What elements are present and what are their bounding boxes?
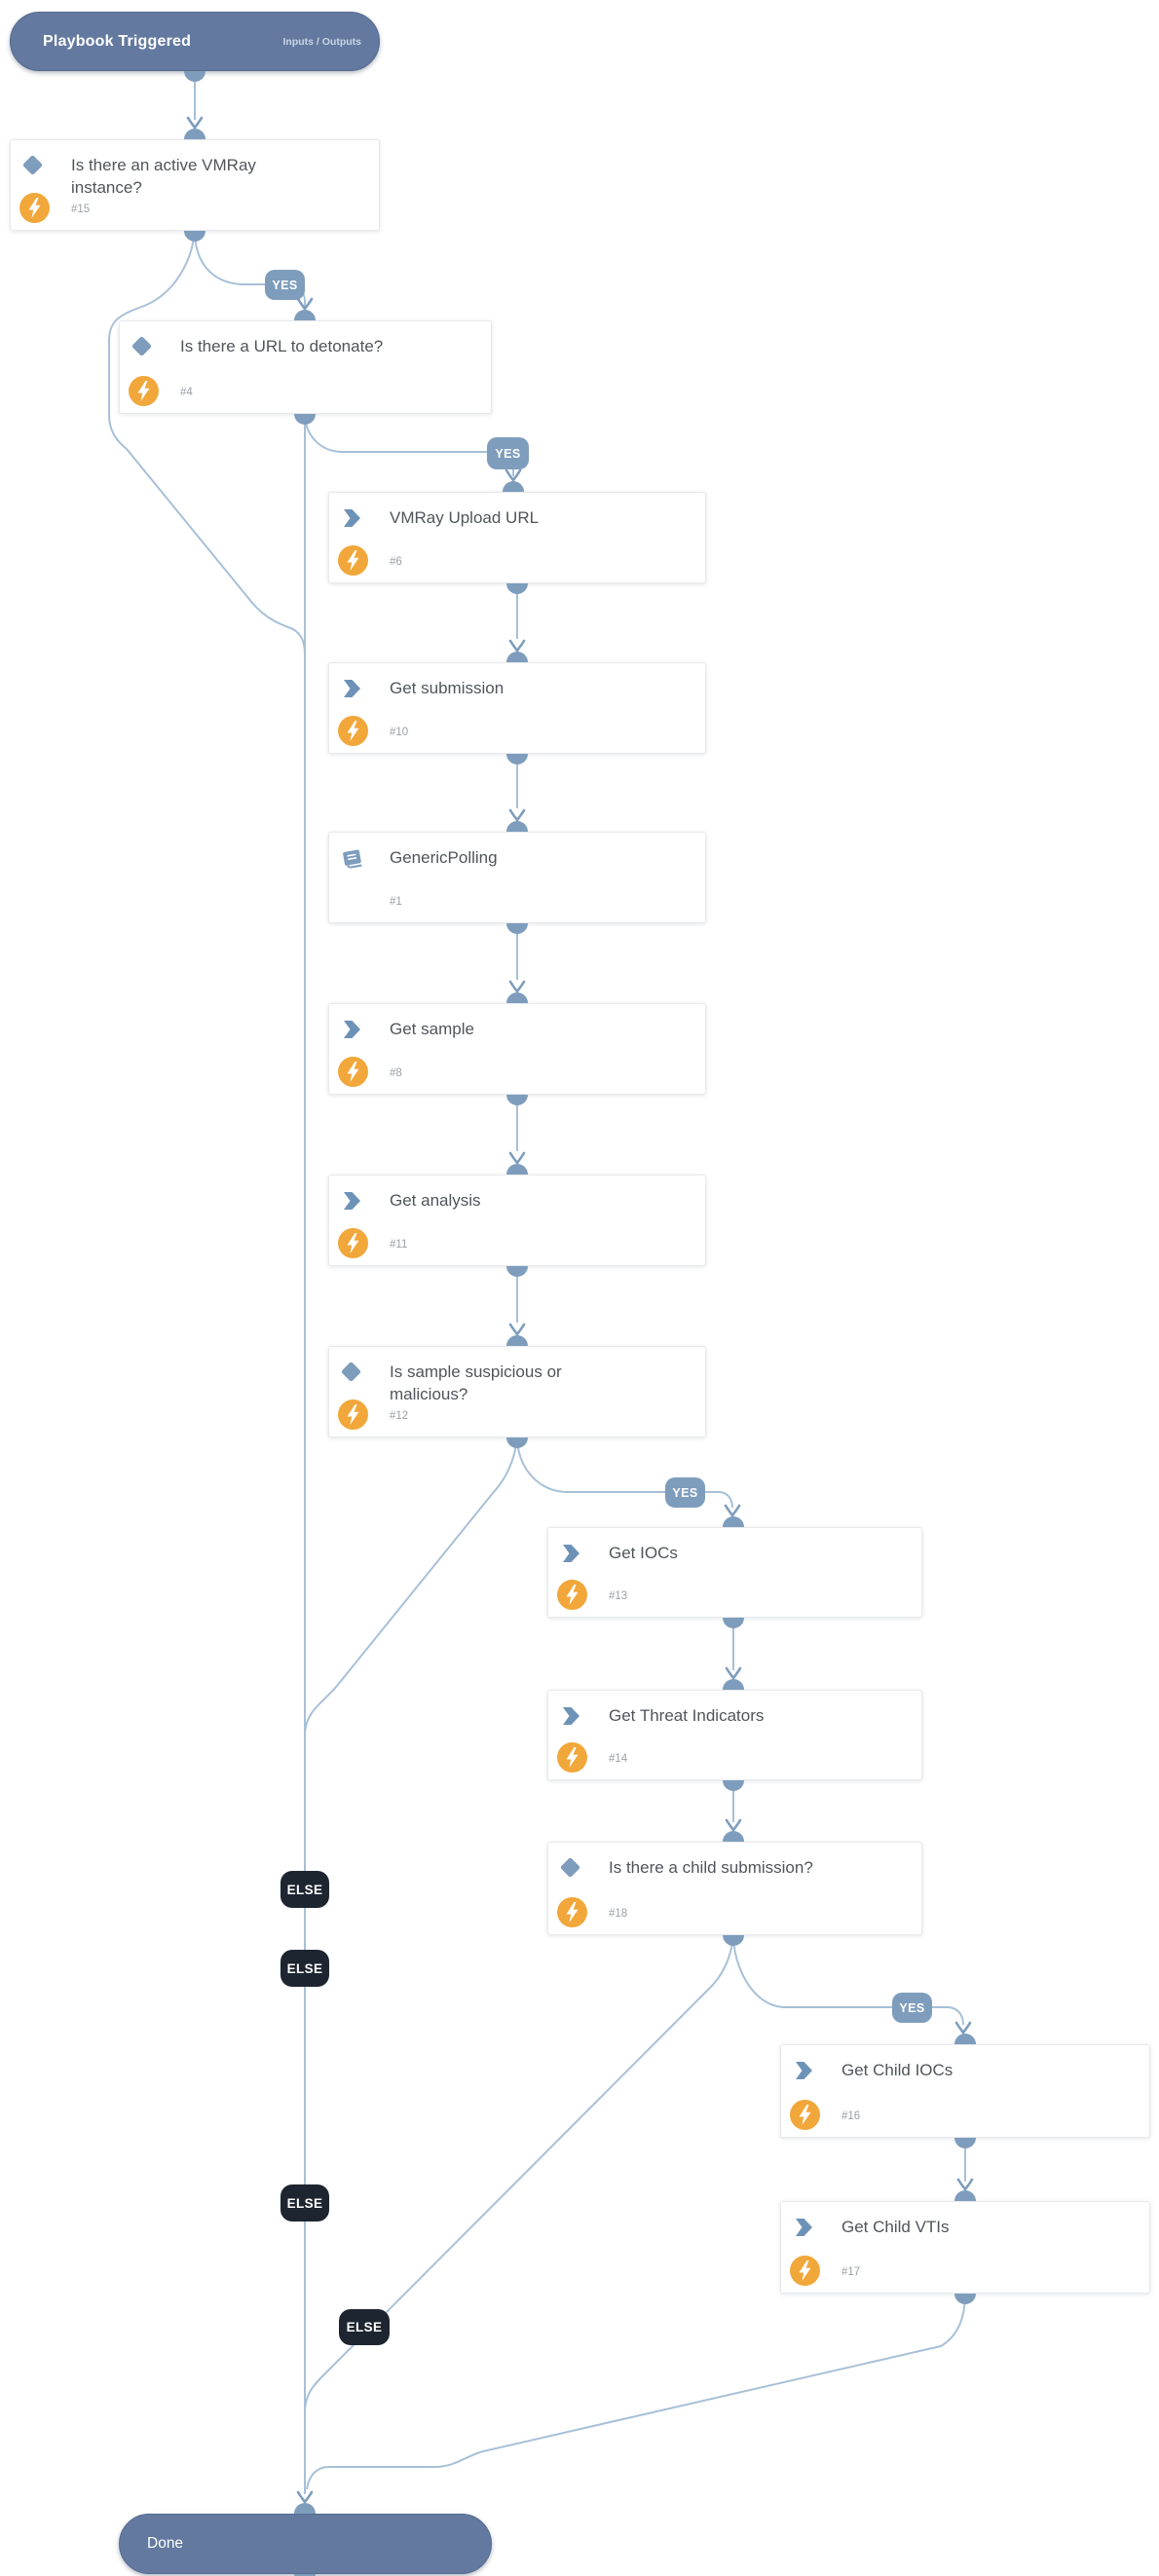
node-number: #10 [390, 727, 409, 738]
playbook-book-icon [341, 847, 362, 869]
task-chevron-icon [560, 1543, 581, 1564]
node-number: #12 [390, 1410, 409, 1422]
node-title: Is there a child submission? [609, 1858, 813, 1877]
inputs-outputs-link[interactable]: Inputs / Outputs [282, 35, 362, 48]
condition-diamond-icon [22, 155, 44, 176]
node-number: #8 [390, 1067, 402, 1079]
node-vmray-upload-url[interactable]: VMRay Upload URL #6 [328, 492, 706, 583]
node-genericpolling[interactable]: GenericPolling #1 [328, 832, 706, 923]
yes-edge-label: YES [265, 270, 305, 300]
automation-bolt-icon [338, 1400, 368, 1430]
node-title: Get Child IOCs [841, 2061, 953, 2079]
task-chevron-icon [341, 1019, 362, 1040]
start-node-title: Playbook Triggered [43, 32, 192, 50]
node-number: #1 [390, 896, 402, 908]
playbook-triggered-node[interactable]: Playbook Triggered Inputs / Outputs [10, 12, 380, 71]
node-get-iocs[interactable]: Get IOCs #13 [547, 1527, 922, 1618]
yes-edge-label: YES [665, 1477, 705, 1508]
node-get-child-iocs[interactable]: Get Child IOCs #16 [780, 2044, 1150, 2138]
node-get-threat-indicators[interactable]: Get Threat Indicators #14 [547, 1690, 922, 1780]
node-title: Get IOCs [609, 1544, 678, 1562]
node-title: VMRay Upload URL [390, 508, 540, 527]
condition-diamond-icon [131, 336, 153, 357]
condition-diamond-icon [560, 1857, 581, 1879]
node-title: Get Child VTIs [841, 2218, 950, 2236]
automation-bolt-icon [557, 1742, 587, 1773]
automation-bolt-icon [557, 1897, 587, 1927]
automation-bolt-icon [19, 193, 50, 223]
node-title: Is there a URL to detonate? [180, 337, 384, 355]
node-title: Get sample [390, 1020, 474, 1038]
condition-diamond-icon [341, 1362, 362, 1383]
task-chevron-icon [560, 1705, 581, 1727]
node-title: Get Threat Indicators [609, 1706, 765, 1725]
node-get-analysis[interactable]: Get analysis #11 [328, 1175, 706, 1266]
automation-bolt-icon [129, 376, 159, 406]
task-chevron-icon [793, 2217, 814, 2238]
task-chevron-icon [341, 1190, 362, 1212]
node-title: Get submission [390, 679, 505, 697]
yes-edge-label: YES [487, 437, 529, 469]
else-edge-label: ELSE [339, 2309, 390, 2345]
automation-bolt-icon [338, 1057, 368, 1087]
node-number: #4 [180, 387, 193, 398]
task-chevron-icon [793, 2060, 814, 2081]
yes-edge-label: YES [892, 1993, 932, 2023]
node-number: #6 [390, 556, 402, 568]
node-number: #11 [390, 1239, 408, 1251]
task-chevron-icon [341, 507, 362, 529]
else-edge-label: ELSE [280, 2184, 329, 2221]
automation-bolt-icon [557, 1580, 587, 1610]
automation-bolt-icon [338, 716, 368, 746]
node-number: #15 [71, 204, 91, 215]
node-get-child-vtis[interactable]: Get Child VTIs #17 [780, 2201, 1150, 2294]
node-title: GenericPolling [390, 848, 498, 867]
node-number: #18 [609, 1908, 628, 1920]
node-number: #17 [841, 2266, 861, 2278]
node-get-submission[interactable]: Get submission #10 [328, 662, 706, 754]
node-is-url-to-detonate[interactable]: Is there a URL to detonate? #4 [119, 320, 492, 414]
else-edge-label: ELSE [280, 1950, 329, 1987]
node-get-sample[interactable]: Get sample #8 [328, 1003, 706, 1095]
automation-bolt-icon [790, 2256, 820, 2286]
automation-bolt-icon [338, 545, 368, 576]
node-title: Get analysis [390, 1191, 481, 1210]
else-edge-label: ELSE [280, 1871, 329, 1908]
done-node[interactable]: Done [119, 2514, 492, 2574]
automation-bolt-icon [790, 2100, 820, 2130]
node-number: #13 [609, 1590, 628, 1602]
node-number: #14 [609, 1753, 628, 1765]
task-chevron-icon [341, 678, 362, 699]
automation-bolt-icon [338, 1228, 368, 1258]
node-number: #16 [841, 2110, 861, 2122]
node-is-child-submission[interactable]: Is there a child submission? #18 [547, 1842, 922, 1935]
done-node-title: Done [147, 2535, 184, 2552]
